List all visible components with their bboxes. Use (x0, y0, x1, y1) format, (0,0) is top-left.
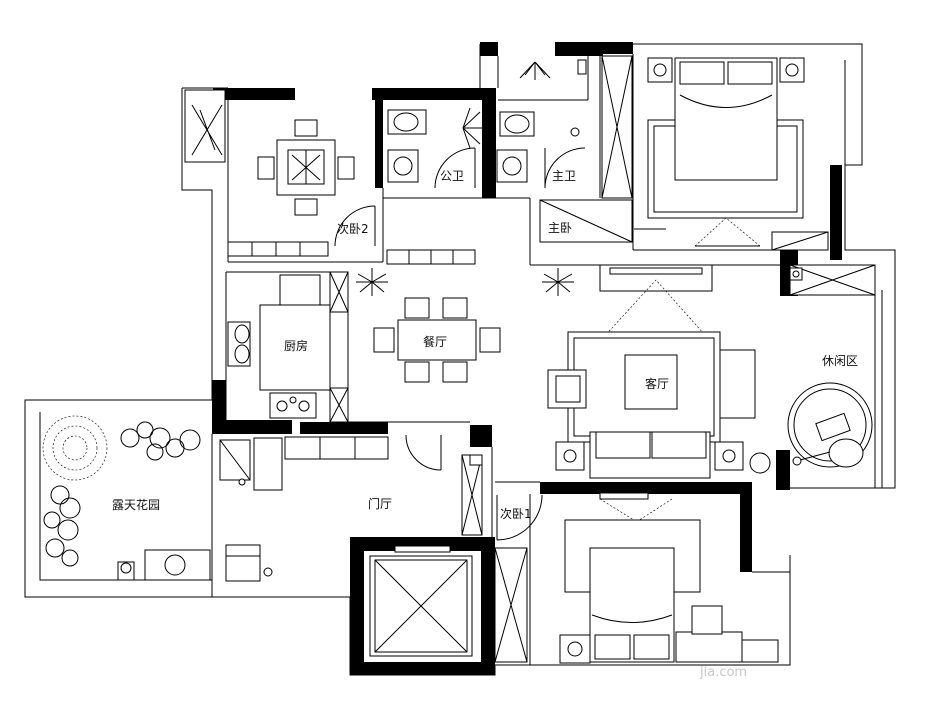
room-label-master-bedroom: 主卧 (548, 221, 572, 235)
room-label-foyer: 门厅 (368, 496, 392, 511)
room-label-kitchen: 厨房 (284, 338, 308, 353)
plants (356, 268, 574, 296)
living-furniture (547, 279, 771, 479)
closets (219, 55, 876, 663)
bedroom2-table (191, 104, 355, 216)
dining-furniture (373, 297, 501, 383)
cabinets (184, 89, 713, 582)
watermark: jia.com (699, 665, 747, 680)
master-bath-fixtures (496, 59, 587, 183)
room-label-terrace: 露天花园 (112, 497, 160, 512)
elevator (369, 545, 473, 657)
kitchen-fixtures (227, 274, 331, 419)
room-label-secondary-bedroom-1: 次卧1 (500, 507, 532, 521)
room-label-public-bath: 公卫 (440, 169, 464, 183)
room-label-secondary-bedroom-2: 次卧2 (337, 222, 369, 236)
master-bedroom-furniture (634, 57, 805, 247)
bedroom1-furniture (559, 492, 779, 664)
public-bath-fixtures (387, 107, 482, 183)
foyer-fixtures (238, 454, 483, 577)
terrace-plants (42, 415, 211, 581)
walls (212, 42, 842, 675)
room-label-dining: 餐厅 (423, 334, 447, 349)
room-label-living: 客厅 (645, 376, 669, 391)
room-label-master-bath: 主卫 (552, 169, 576, 183)
room-label-leisure: 休闲区 (822, 354, 858, 368)
room-labels: 次卧2 公卫 主卫 主卧 厨房 餐厅 客厅 休闲区 露天花园 门厅 次卧1 (112, 169, 858, 521)
leisure-furniture (787, 267, 873, 468)
